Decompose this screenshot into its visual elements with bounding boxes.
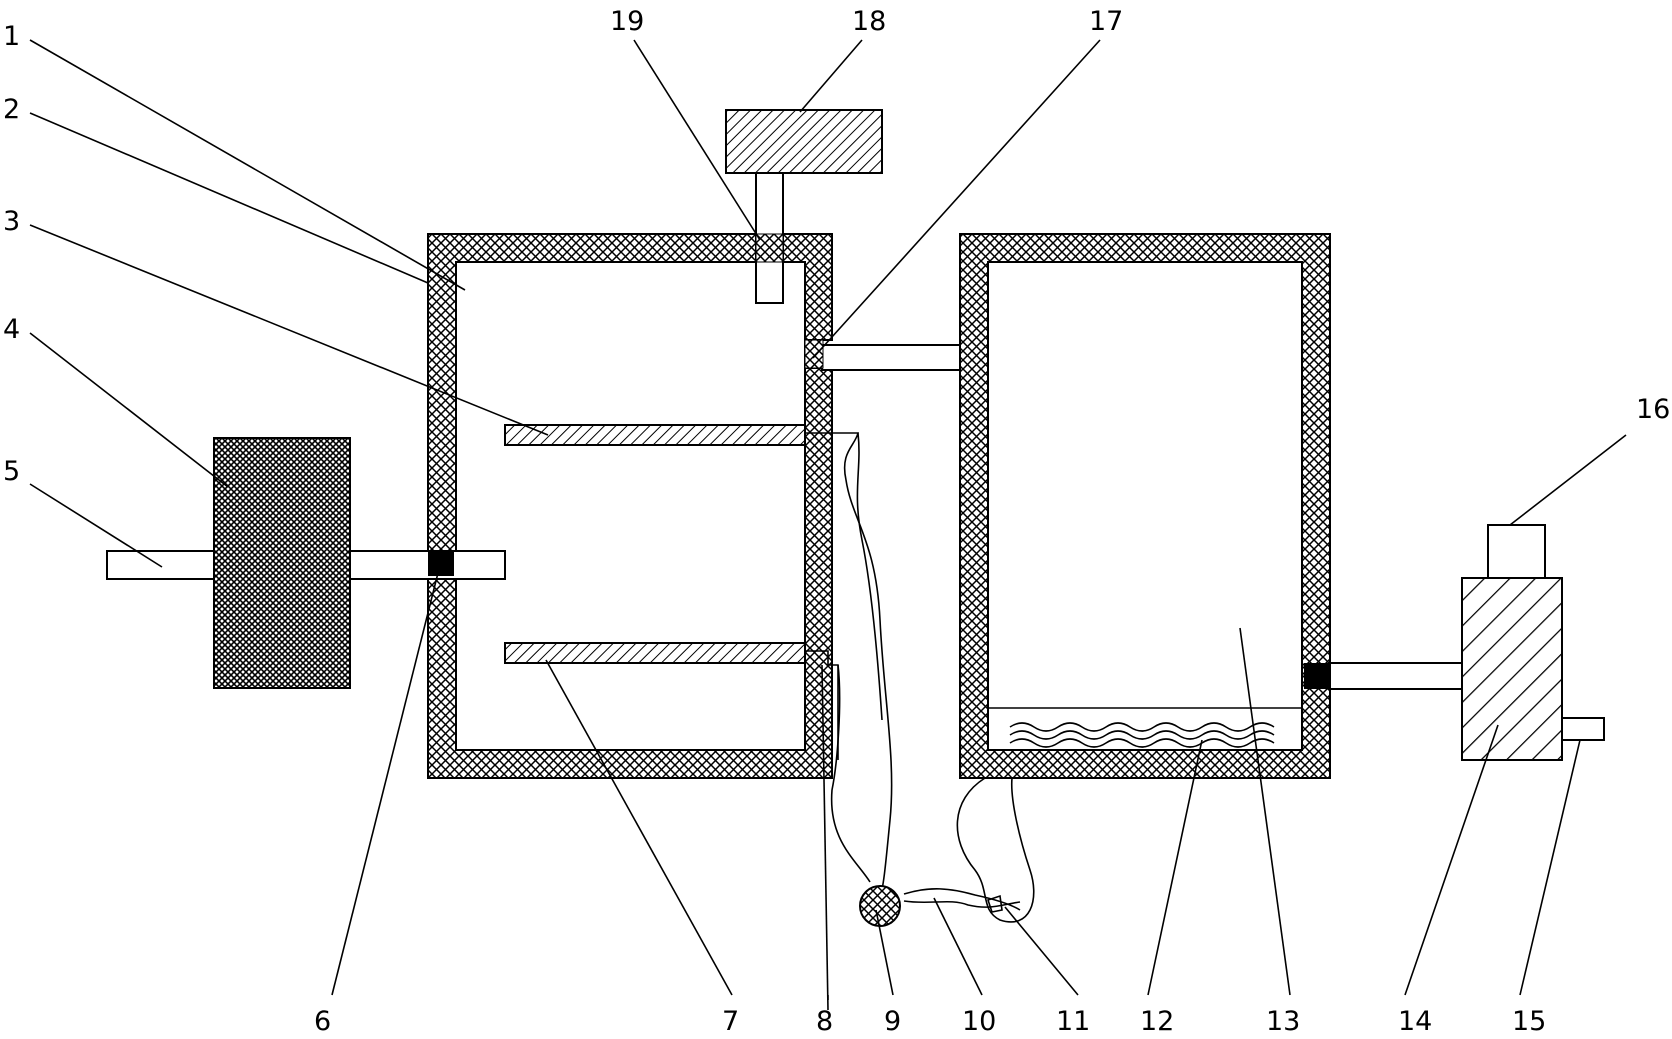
label-7: 7 (722, 1006, 739, 1037)
label-9: 9 (884, 1006, 901, 1037)
shaft-seal (428, 551, 454, 576)
left-chamber-cavity (455, 261, 806, 751)
top-valve (755, 233, 784, 263)
condenser-cap (1487, 524, 1546, 579)
label-11: 11 (1056, 1006, 1090, 1037)
label-10: 10 (962, 1006, 996, 1037)
label-8: 8 (816, 1006, 833, 1037)
label-18: 18 (852, 6, 886, 37)
label-4: 4 (3, 314, 20, 345)
label-17: 17 (1089, 6, 1123, 37)
label-15: 15 (1512, 1006, 1546, 1037)
label-14: 14 (1398, 1006, 1432, 1037)
motor-block (213, 437, 351, 689)
heating-element (1009, 722, 1275, 748)
label-12: 12 (1140, 1006, 1174, 1037)
label-5: 5 (3, 456, 20, 487)
connecting-pipe-valve (804, 339, 824, 369)
right-chamber (959, 233, 1331, 779)
label-2: 2 (3, 94, 20, 125)
part-labels: 1 2 3 4 5 6 7 8 9 10 11 12 13 14 15 16 1… (3, 6, 1670, 1037)
left-chamber (427, 233, 833, 779)
upper-tray (504, 424, 806, 446)
top-unit (725, 109, 883, 174)
label-3: 3 (3, 206, 20, 237)
label-13: 13 (1266, 1006, 1300, 1037)
connecting-pipe (821, 344, 963, 371)
outlet-pipe (1329, 662, 1463, 690)
sensor-junction (859, 885, 901, 927)
drain-nozzle (1561, 717, 1605, 741)
lower-tray (504, 642, 806, 664)
label-6: 6 (314, 1006, 331, 1037)
condenser-unit (1461, 577, 1563, 761)
outlet-seal (1304, 663, 1330, 689)
right-chamber-cavity (987, 261, 1303, 751)
leader-lines (29, 39, 1627, 1000)
sensor-wiring (805, 432, 1035, 1011)
label-19: 19 (610, 6, 644, 37)
label-1: 1 (3, 21, 20, 52)
label-16: 16 (1636, 394, 1670, 425)
